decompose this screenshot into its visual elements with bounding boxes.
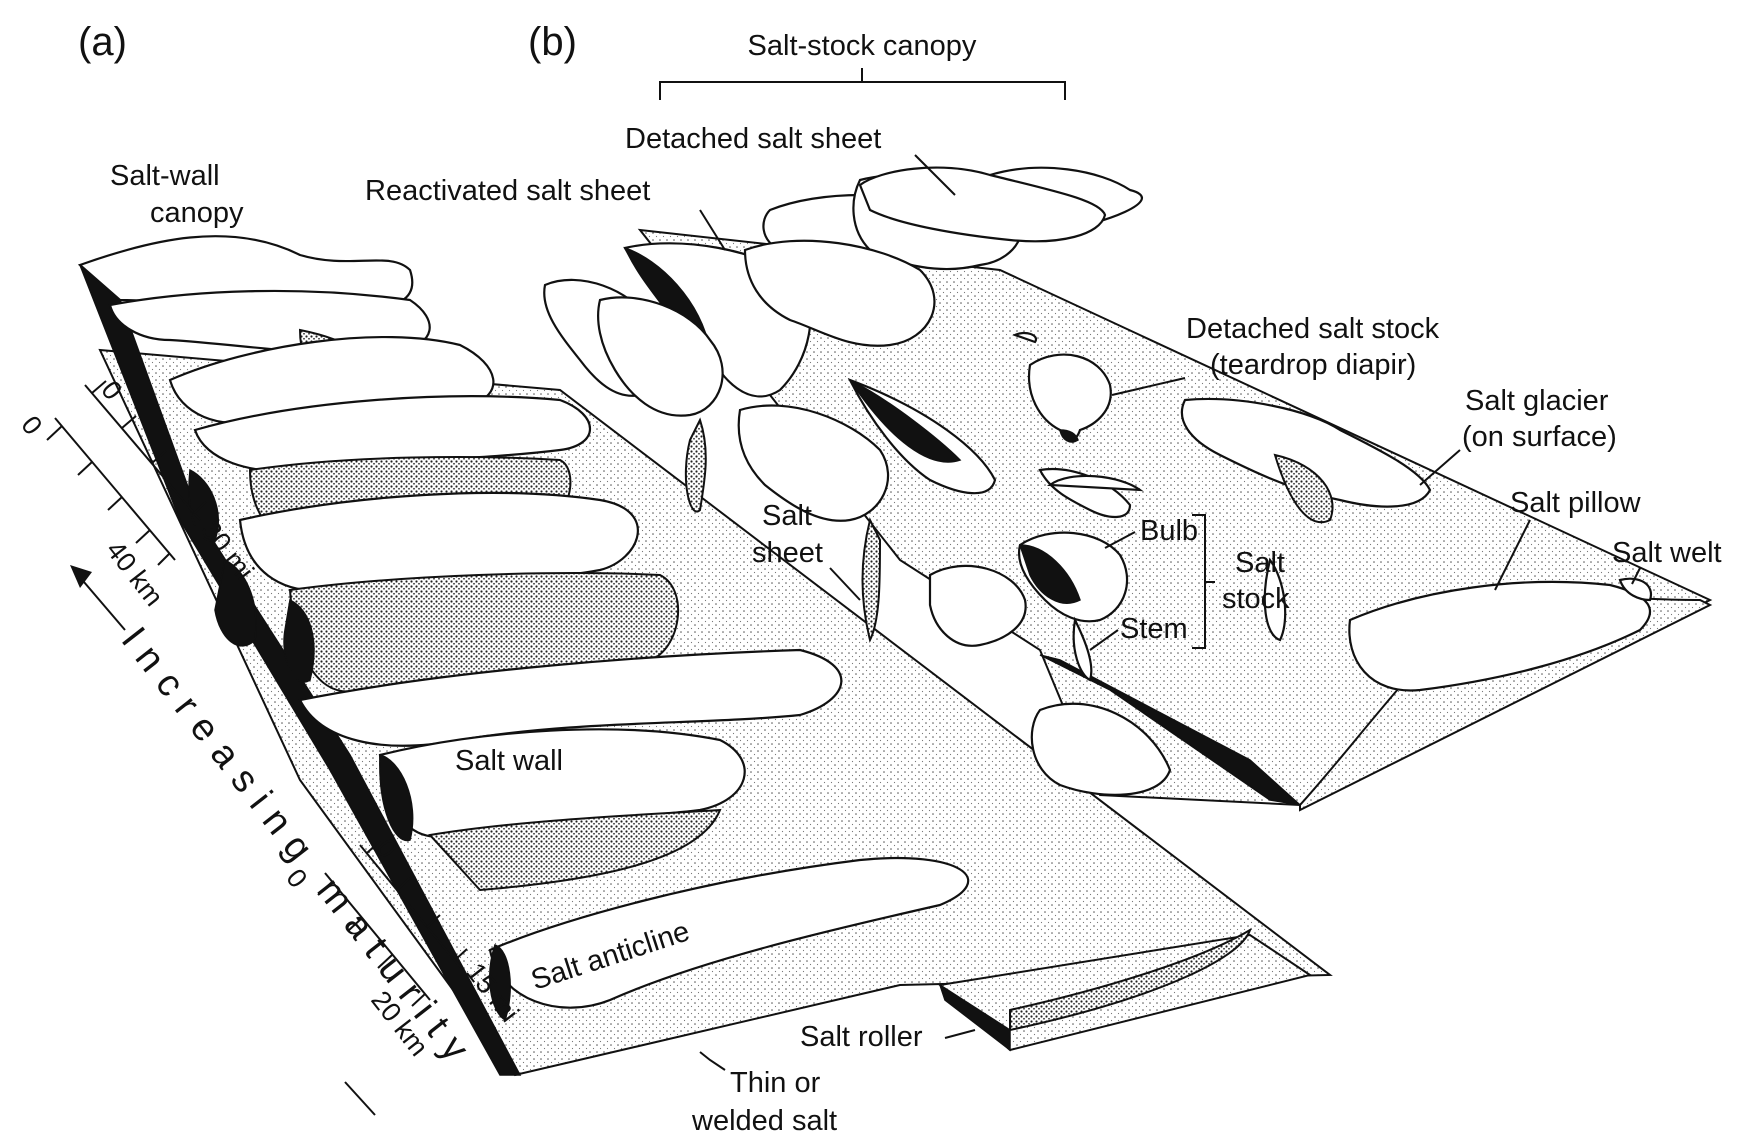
salt-wall-canopy-sheets xyxy=(77,235,843,747)
label-salt-welt: Salt welt xyxy=(1612,537,1722,569)
salt-stock-canopy-bracket xyxy=(659,68,1066,100)
label-reactivated-salt-sheet: Reactivated salt sheet xyxy=(365,175,650,207)
salt-anticline xyxy=(488,856,970,1022)
label-salt-wall-canopy-1: Salt-wall xyxy=(110,160,220,192)
scale-a-km-40: 40 km xyxy=(100,535,169,611)
label-salt-stock-1: Salt xyxy=(1235,547,1285,579)
label-salt-stock-canopy: Salt-stock canopy xyxy=(748,30,977,62)
label-thin-welded-2: welded salt xyxy=(691,1105,837,1137)
panel-label-a: (a) xyxy=(78,20,127,64)
label-detached-salt-sheet: Detached salt sheet xyxy=(625,123,881,155)
label-detached-salt-stock-2: (teardrop diapir) xyxy=(1210,349,1416,381)
salt-pillow xyxy=(1348,577,1653,692)
salt-wall xyxy=(378,728,746,892)
label-detached-salt-stock-1: Detached salt stock xyxy=(1186,313,1440,345)
label-salt-pillow: Salt pillow xyxy=(1510,487,1642,519)
label-salt-glacier-2: (on surface) xyxy=(1462,421,1617,453)
label-thin-welded-1: Thin or xyxy=(730,1067,821,1099)
salt-roller-block xyxy=(937,927,1313,1052)
label-salt-sheet-2: sheet xyxy=(752,537,823,569)
panel-label-b: (b) xyxy=(528,20,577,64)
salt-stock xyxy=(928,468,1132,682)
label-salt-wall-canopy-2: canopy xyxy=(150,197,244,229)
label-salt-sheet-1: Salt xyxy=(762,500,812,532)
label-stem: Stem xyxy=(1120,613,1188,645)
detached-salt-sheet xyxy=(858,166,1107,243)
label-salt-roller: Salt roller xyxy=(800,1021,923,1053)
label-bulb: Bulb xyxy=(1140,515,1198,547)
label-salt-wall: Salt wall xyxy=(455,745,563,777)
label-salt-glacier-1: Salt glacier xyxy=(1465,385,1609,417)
salt-glacier xyxy=(1180,397,1432,642)
label-salt-stock-2: stock xyxy=(1222,583,1290,615)
scale-a-km-0: 0 xyxy=(15,410,48,440)
salt-sheet-group xyxy=(684,377,997,643)
detached-salt-stock xyxy=(1012,331,1112,443)
mid-salt-structures xyxy=(1030,474,1172,796)
